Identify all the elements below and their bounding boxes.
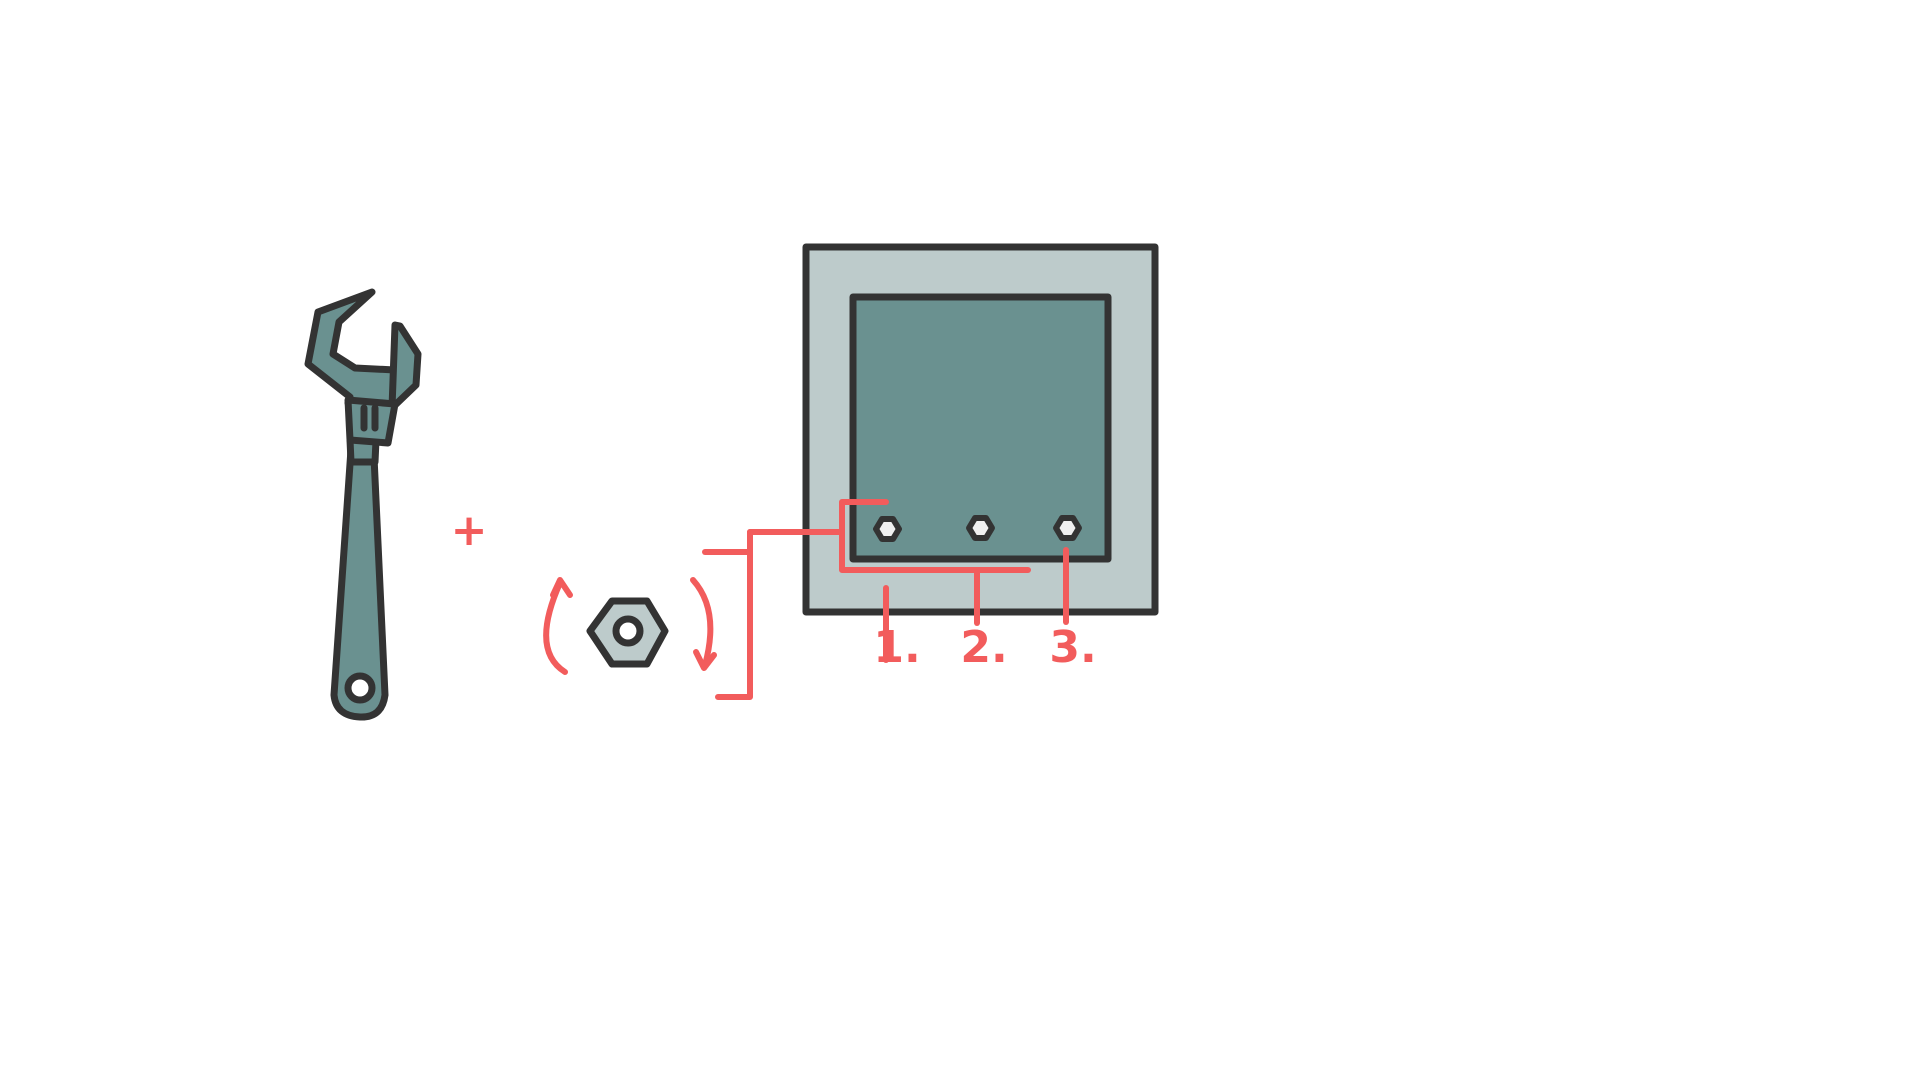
wrench-movable-jaw	[388, 321, 422, 412]
bolt-3	[1053, 515, 1082, 541]
bolt-1	[873, 516, 902, 542]
bolt-2	[966, 515, 995, 541]
rotation-arrow-icon	[543, 577, 717, 675]
mounting-panel-icon	[802, 243, 1159, 616]
wrench-handle-hole	[344, 672, 376, 704]
hex-bolt-icon	[873, 515, 1082, 542]
nut-hole	[612, 615, 644, 647]
wrench-handle	[330, 431, 389, 721]
step-label-2: 2.	[960, 622, 1007, 673]
rotate-arrow-right-head	[693, 649, 717, 671]
hex-nut-icon	[586, 597, 669, 668]
wrench-fixed-jaw	[304, 288, 399, 412]
step-label-3: 3.	[1049, 622, 1096, 673]
plus-sign: +	[451, 505, 488, 556]
bolt-bracket	[839, 499, 1031, 573]
rotate-arrow-right	[690, 577, 714, 668]
callout-lines	[702, 499, 1069, 700]
step-label-1: 1.	[873, 622, 920, 673]
adjustable-wrench-icon	[304, 288, 422, 721]
rotate-arrow-left-head	[550, 577, 573, 598]
bracket-vertical	[715, 529, 753, 700]
